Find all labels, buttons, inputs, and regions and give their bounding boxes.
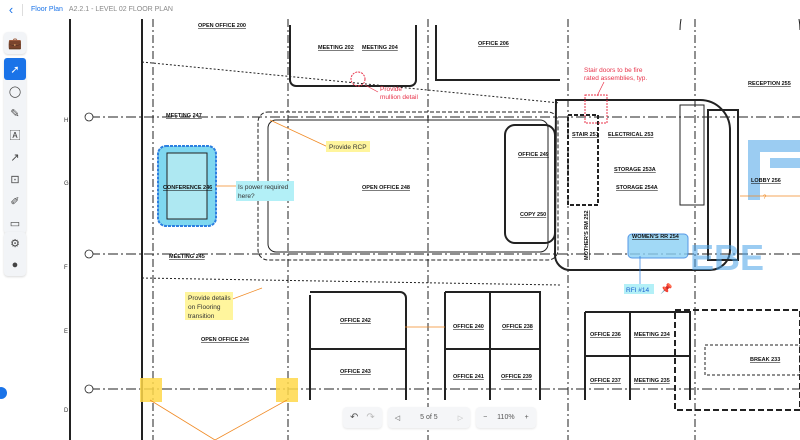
room-label: RECEPTION 255 xyxy=(748,81,791,87)
pen-icon[interactable]: ✎ xyxy=(10,107,20,120)
zoom-level: 110% xyxy=(497,414,515,421)
annotation-flooring-line1[interactable]: Provide details xyxy=(188,295,231,302)
room-label: BREAK 233 xyxy=(750,357,780,363)
floor-plan-drawing[interactable]: H G F E D EBE 📌 Provide RCP Provide mull… xyxy=(0,19,800,440)
grid-label: H xyxy=(64,118,68,124)
zoom-in-button[interactable]: + xyxy=(524,414,529,421)
annotation-flooring-line3[interactable]: transition xyxy=(188,313,215,320)
highlighter-icon[interactable]: ✐ xyxy=(10,195,20,208)
room-label: ELECTRICAL 253 xyxy=(608,132,653,138)
arrow-icon[interactable]: ↗ xyxy=(10,151,20,164)
briefcase-icon: 💼 xyxy=(8,37,22,50)
breadcrumb-floor-plan[interactable]: Floor Plan xyxy=(31,6,63,13)
color-dot-icon[interactable]: ● xyxy=(11,259,19,271)
top-bar: ‹ Floor Plan A2.2.1 - LEVEL 02 FLOOR PLA… xyxy=(0,0,800,19)
room-label: OFFICE 241 xyxy=(453,374,484,380)
room-label: MEETING 204 xyxy=(362,45,399,51)
annotation-power-line2[interactable]: here? xyxy=(238,193,255,200)
undo-icon[interactable]: ↶ xyxy=(350,412,359,423)
page-controls: ↶ ↷ ◁ 5 of 5 ▷ − 110% + xyxy=(343,407,536,428)
room-label: MEETING 202 xyxy=(318,45,354,51)
annotation-flooring-line2[interactable]: on Flooring xyxy=(188,304,221,311)
room-label: STORAGE 254A xyxy=(616,185,658,191)
zoom-out-button[interactable]: − xyxy=(483,414,488,421)
flooring-highlight-left[interactable] xyxy=(140,378,162,402)
dimension-label: ? xyxy=(763,195,767,201)
callout-icon[interactable]: ⊡ xyxy=(10,173,20,186)
watermark-logo: EBE xyxy=(690,140,800,278)
womens-rr-cloud[interactable] xyxy=(627,233,689,259)
room-label: OFFICE 242 xyxy=(340,318,371,324)
next-page-icon[interactable]: ▷ xyxy=(457,414,464,422)
room-label: OFFICE 249 xyxy=(518,152,549,158)
room-label: OFFICE 243 xyxy=(340,369,371,375)
room-label: CONFERENCE 246 xyxy=(163,185,212,191)
settings-toolbar: ⚙ ● xyxy=(4,232,26,276)
circle-shape-icon[interactable]: ◯ xyxy=(8,85,22,98)
select-arrow-icon[interactable]: ➚ xyxy=(4,58,26,80)
page-indicator: 5 of 5 xyxy=(420,414,438,421)
room-labels: OPEN OFFICE 200 MEETING 202 MEETING 204 … xyxy=(163,23,791,384)
grid-bubbles xyxy=(84,112,94,394)
text-box-icon[interactable]: 🄰 xyxy=(9,130,21,142)
annotation-rfi[interactable]: RFI #14 xyxy=(626,287,650,294)
grid-label: G xyxy=(64,181,69,187)
room-label: OPEN OFFICE 244 xyxy=(201,337,250,343)
sheet-title: A2.2.1 - LEVEL 02 FLOOR PLAN xyxy=(68,6,173,13)
room-label: OFFICE 236 xyxy=(590,332,621,338)
grid-label: F xyxy=(64,265,68,271)
annotation-mullion-line2[interactable]: mullion detail xyxy=(380,94,418,101)
room-label: OPEN OFFICE 200 xyxy=(198,23,246,29)
room-label: WOMEN'S RR 254 xyxy=(632,234,680,240)
stair-door-cloud[interactable] xyxy=(584,94,608,124)
flooring-highlight-right[interactable] xyxy=(276,378,298,402)
image-icon[interactable]: ▭ xyxy=(9,217,21,230)
annotation-power-line1[interactable]: Is power required xyxy=(238,184,289,191)
room-label: COPY 250 xyxy=(520,212,546,218)
redo-icon[interactable]: ↷ xyxy=(366,412,375,423)
room-label: MEETING 245 xyxy=(169,254,205,260)
room-label: OFFICE 240 xyxy=(453,324,484,330)
divider xyxy=(22,3,23,16)
mullion-cloud[interactable] xyxy=(350,71,366,87)
annotation-stair-line1[interactable]: Stair doors to be fire xyxy=(584,67,643,74)
room-label: OFFICE 206 xyxy=(478,41,509,47)
annotation-mullion-line1[interactable]: Provide xyxy=(380,86,402,93)
svg-text:EBE: EBE xyxy=(690,237,764,278)
prev-page-icon[interactable]: ◁ xyxy=(394,414,401,422)
gear-icon[interactable]: ⚙ xyxy=(10,237,20,250)
back-button[interactable]: ‹ xyxy=(8,2,14,17)
annotation-stair-line2[interactable]: rated assemblies, typ. xyxy=(584,75,647,82)
grid-label: E xyxy=(64,329,68,335)
room-label: OPEN OFFICE 248 xyxy=(362,185,410,191)
briefcase-button[interactable]: 💼 xyxy=(4,32,26,54)
room-label: OFFICE 238 xyxy=(502,324,533,330)
room-label: STORAGE 253A xyxy=(614,167,656,173)
room-label: LOBBY 256 xyxy=(751,178,781,184)
room-label: MEETING 235 xyxy=(634,378,670,384)
grid-label: D xyxy=(64,408,69,414)
annotation-provide-rcp[interactable]: Provide RCP xyxy=(329,144,367,151)
room-label: MEETING 247 xyxy=(166,113,202,119)
markup-toolbar: ➚ ◯ ✎ 🄰 ↗ ⊡ ✐ ▭ xyxy=(4,58,26,234)
room-label: MOTHER'S RM 252 xyxy=(584,210,590,260)
pin-icon[interactable]: 📌 xyxy=(660,282,673,295)
room-label: OFFICE 239 xyxy=(501,374,532,380)
grid-labels: H G F E D xyxy=(64,118,69,414)
room-label: MEETING 234 xyxy=(634,332,671,338)
room-label: OFFICE 237 xyxy=(590,378,621,384)
panel-toggle-button[interactable] xyxy=(0,387,7,399)
room-label: STAIR 251 xyxy=(572,132,599,138)
